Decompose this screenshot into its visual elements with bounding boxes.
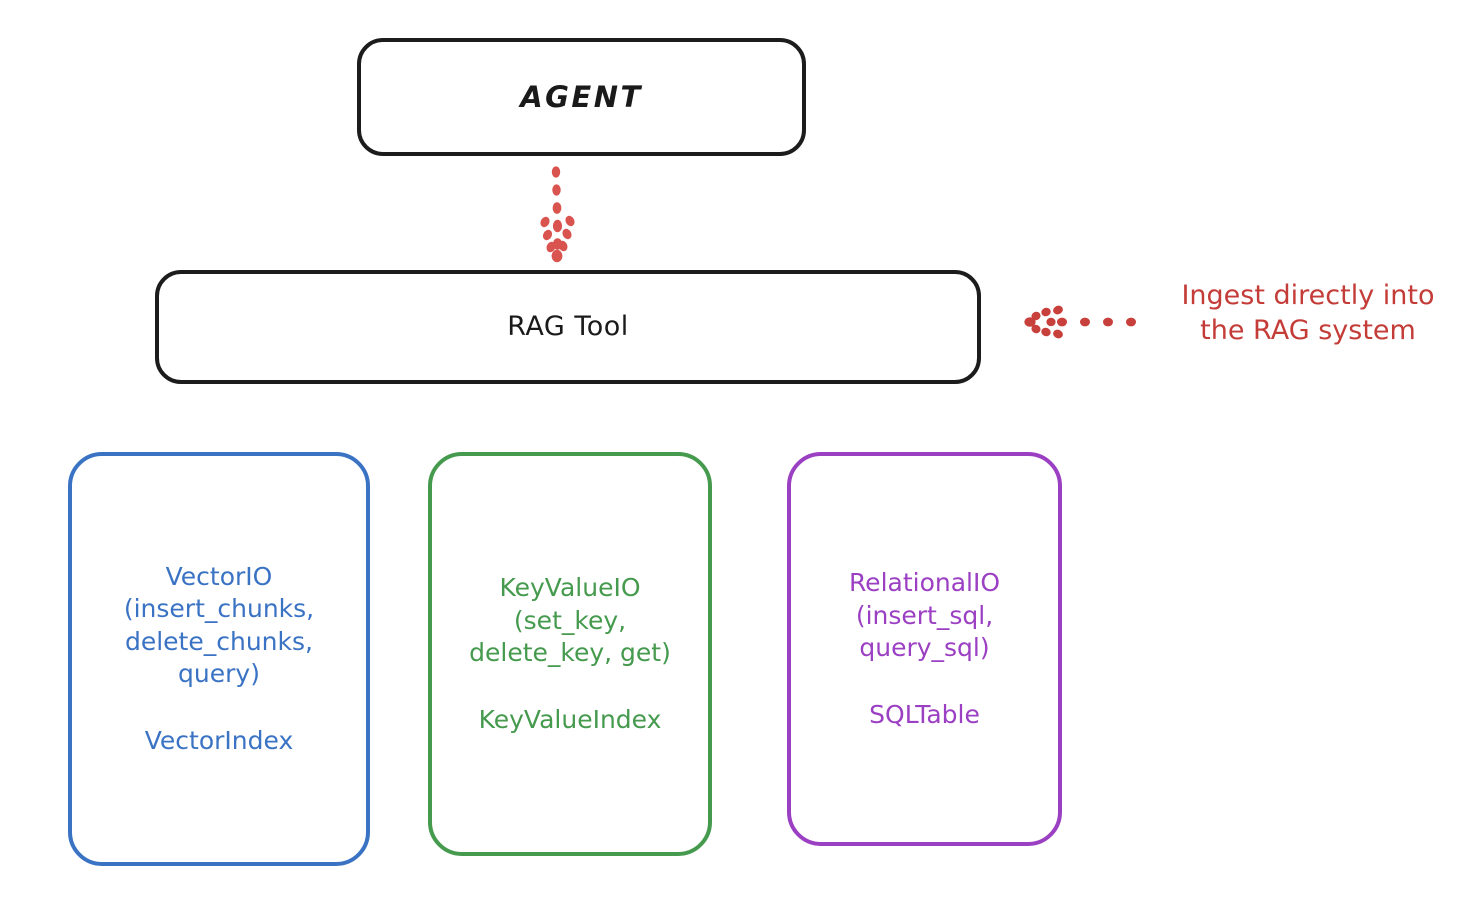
relational-io-index-label: SQLTable: [869, 699, 980, 729]
key-value-io-api-label: KeyValueIO (set_key, delete_key, get): [469, 573, 671, 667]
vector-io-index-label: VectorIndex: [144, 725, 294, 755]
rag-tool-node-label: RAG Tool: [507, 310, 629, 342]
vector-io-api-label: VectorIO (insert_chunks, delete_chunks, …: [123, 561, 315, 689]
ingest-annotation-label: Ingest directly into the RAG system: [1181, 280, 1435, 346]
key-value-io-index-label: KeyValueIndex: [478, 704, 662, 734]
agent-node[interactable]: AGENT: [357, 38, 806, 156]
relational-io-node[interactable]: RelationalIO (insert_sql, query_sql) SQL…: [787, 452, 1062, 846]
rag-tool-node[interactable]: RAG Tool: [155, 270, 981, 384]
relational-io-api-label: RelationalIO (insert_sql, query_sql): [848, 568, 1001, 662]
connector-agent-to-rag-tool: [540, 166, 575, 263]
agent-node-label: AGENT: [520, 79, 643, 114]
key-value-io-node[interactable]: KeyValueIO (set_key, delete_key, get) Ke…: [428, 452, 712, 856]
vector-io-node[interactable]: VectorIO (insert_chunks, delete_chunks, …: [68, 452, 370, 866]
connector-ingest-to-rag-tool: [1024, 305, 1136, 339]
